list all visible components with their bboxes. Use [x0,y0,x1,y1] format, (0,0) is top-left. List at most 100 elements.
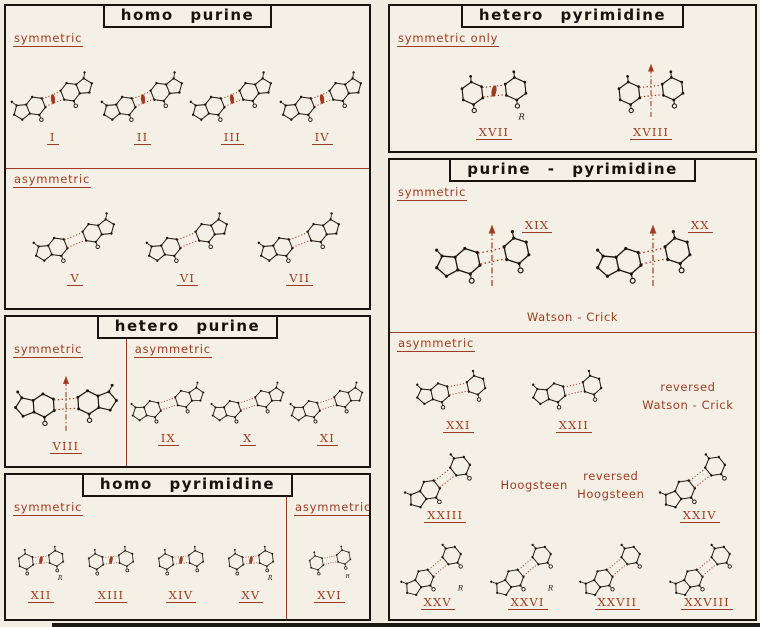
structure-xvi: R XVI [298,533,362,603]
base-pair-drawing [100,71,183,123]
structure-xxviii: XXVIII [665,540,749,610]
panel-title: homo purine [102,6,273,28]
caption-line: Hoogsteen [577,486,645,501]
structure-xxi: XXI [411,361,505,433]
base-pair-drawing [669,543,733,596]
base-pair-drawing [279,71,363,123]
base-pair-drawing [32,212,116,263]
r-group-label: R [546,583,553,592]
base-pair-drawing [435,224,531,287]
base-pair-drawing: R [308,545,351,580]
structure-numeral: XVI [314,588,345,603]
panel-title: hetero pyrimidine [460,6,685,28]
structure-i: I [10,69,96,146]
section-label: symmetric [397,185,468,201]
base-pair-drawing [416,369,487,410]
structure-xi: XI [289,378,365,446]
structure-numeral: XIX [521,218,553,234]
caption-line: Watson - Crick [642,397,734,412]
base-pair-drawing [10,71,93,123]
structure-numeral: VIII [49,439,83,454]
panel-title: homo pyrimidine [81,475,294,497]
structure-xiv: XIV [146,533,216,603]
structure-xix: XIX [434,216,553,296]
structure-numeral: XXI [443,418,474,433]
structure-numeral: XI [316,431,338,446]
scan-edge [52,623,760,627]
section-divider [286,497,287,619]
structures-row: V VI VII [6,188,369,309]
structure-xxiii: XXIII [399,449,491,523]
base-pair-drawing [130,381,205,424]
structure-numeral: XIII [94,588,128,603]
caption-line: reversed [660,379,716,394]
base-pair-drawing [289,381,364,424]
section-label: asymmetric [397,336,476,353]
section-divider [390,332,755,334]
structure-xxiv: XXIV [654,449,746,523]
base-pair-drawing [14,375,118,431]
structure-numeral: XVII [475,125,513,140]
structure-numeral: XII [27,588,55,603]
structure-xxii: XXII [527,361,621,433]
r-group-label: R [517,113,525,123]
section-label: symmetric [13,500,84,516]
structure-numeral: IV [311,130,333,146]
structure-xviii: XVIII [598,58,704,140]
panel-title: purine - pyrimidine [449,160,696,182]
structure-viii: VIII [14,370,118,454]
structure-xvii: R XVII [441,58,547,140]
section-label: symmetric only [397,31,500,47]
pairing-name-caption: Watson - Crick [526,309,619,324]
structure-numeral: XXIV [679,508,720,523]
r-group-label: R [57,574,63,581]
section-divider [6,167,369,169]
structure-vii: VII [257,210,343,286]
section-label: symmetric [13,31,84,47]
base-pair-drawing [531,369,603,410]
base-pair-drawing: R [400,543,464,596]
structure-vi: VI [145,210,231,286]
structures-row: IX X XI [127,358,369,466]
structure-numeral: XVIII [629,125,673,140]
structure-numeral: XV [238,588,264,603]
structure-numeral: IX [157,431,179,446]
pairing-name-caption: Hoogsteen [501,477,568,495]
structure-iii: III [189,69,275,146]
base-pair-drawing: R [489,543,553,596]
base-pair-drawing [87,545,135,575]
structure-numeral: XXIII [424,508,467,523]
base-pair-drawing [190,71,273,123]
base-pair-drawing [404,452,472,509]
structure-numeral: III [220,130,244,146]
base-pair-drawing [210,381,285,424]
panel-title: hetero purine [96,317,279,339]
structure-x: X [210,378,286,446]
structure-numeral: XXII [555,418,592,433]
section-label: symmetric [13,342,84,358]
structure-numeral: V [67,271,83,286]
structure-xx: XX [595,216,713,296]
r-group-label: R [344,574,349,580]
caption-line: Hoogsteen [500,477,568,492]
structures-row: R XVII XVIII [390,47,755,151]
